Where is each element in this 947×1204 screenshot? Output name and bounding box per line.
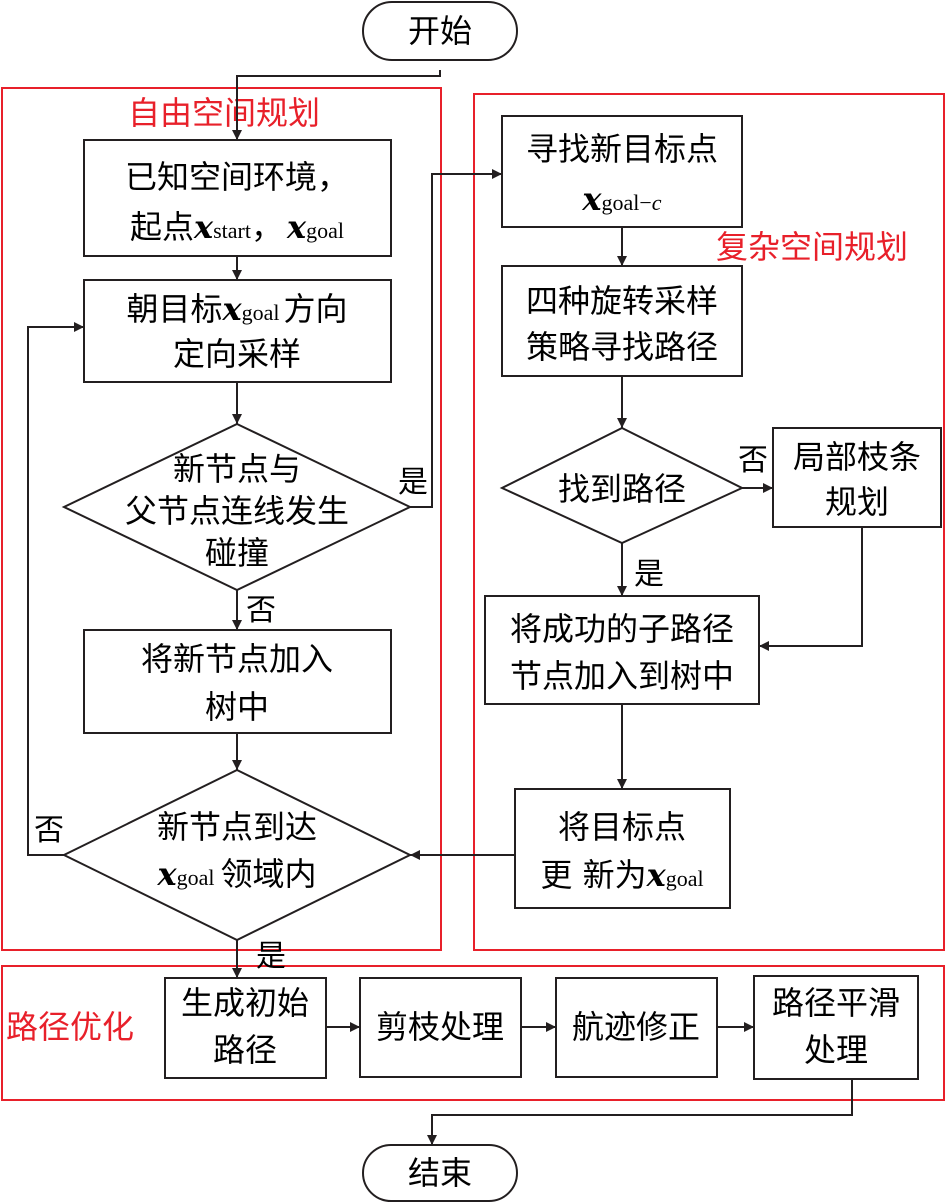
known-environment-box: 已知空间环境， 起点xstart，xgoal: [83, 139, 392, 257]
start-node: 开始: [362, 1, 518, 61]
region-free-space: [1, 87, 442, 951]
local-branch-box: 局部枝条 规划: [772, 427, 942, 528]
found-path-label: 找到路径: [558, 470, 686, 508]
smoothing-box: 路径平滑 处理: [753, 975, 919, 1080]
update-line2: 更 新为xgoal: [540, 856, 703, 894]
prune-label: 剪枝处理: [376, 1008, 504, 1046]
collide-line1: 新节点与: [173, 450, 301, 488]
yes-label-reach: 是: [256, 939, 286, 974]
add-line2: 树中: [205, 688, 269, 726]
generate-path-box: 生成初始 路径: [164, 977, 327, 1079]
known-line2: 起点xstart，xgoal: [130, 208, 344, 246]
found-path-decision: 找到路径: [499, 426, 745, 545]
collide-line2: 父节点连线发生: [125, 492, 349, 530]
prune-box: 剪枝处理: [359, 977, 522, 1078]
known-line1: 已知空间环境，: [125, 158, 349, 196]
start-label: 开始: [408, 12, 472, 50]
no-label-reach: 否: [34, 813, 64, 848]
smooth-line1: 路径平滑: [772, 984, 900, 1022]
find-new-goal-line2: xgoal−c: [581, 180, 661, 218]
gen-line1: 生成初始: [181, 984, 309, 1022]
add-line1: 将新节点加入: [141, 640, 333, 678]
four-rot-line2: 策略寻找路径: [526, 328, 718, 366]
track-correction-box: 航迹修正: [555, 977, 718, 1078]
no-label-found: 否: [738, 443, 768, 478]
success-subpath-box: 将成功的子路径 节点加入到树中: [484, 595, 760, 705]
region-opt-label: 路径优化: [6, 1008, 134, 1046]
yes-label-found: 是: [634, 557, 664, 592]
end-node: 结束: [362, 1144, 518, 1202]
update-line1: 将目标点: [558, 808, 686, 846]
region-complex-space: [473, 93, 945, 951]
success-line1: 将成功的子路径: [510, 610, 734, 648]
yes-label-collision: 是: [398, 465, 428, 500]
collision-decision: 新节点与 父节点连线发生 碰撞: [61, 422, 413, 592]
connectors: [27, 70, 863, 1145]
end-label: 结束: [408, 1154, 472, 1192]
track-label: 航迹修正: [572, 1008, 700, 1046]
gen-line2: 路径: [213, 1031, 277, 1069]
reach-line1: 新节点到达: [157, 808, 317, 846]
region-path-optimization: [1, 965, 945, 1101]
sample-line2: 定向采样: [173, 335, 301, 373]
find-new-goal-box: 寻找新目标点 xgoal−c: [501, 115, 743, 228]
no-label-collision: 否: [246, 593, 276, 628]
add-node-box: 将新节点加入 树中: [83, 629, 392, 734]
region-free-label: 自由空间规划: [128, 94, 320, 132]
local-line2: 规划: [825, 483, 889, 521]
collide-line3: 碰撞: [205, 534, 269, 572]
four-rotation-box: 四种旋转采样 策略寻找路径: [501, 265, 743, 377]
four-rot-line1: 四种旋转采样: [526, 282, 718, 320]
local-line1: 局部枝条: [793, 438, 921, 476]
region-complex-label: 复杂空间规划: [716, 228, 908, 266]
update-goal-box: 将目标点 更 新为xgoal: [514, 788, 731, 909]
find-new-goal-line1: 寻找新目标点: [526, 130, 718, 168]
success-line2: 节点加入到树中: [510, 657, 734, 695]
smooth-line2: 处理: [804, 1031, 868, 1069]
